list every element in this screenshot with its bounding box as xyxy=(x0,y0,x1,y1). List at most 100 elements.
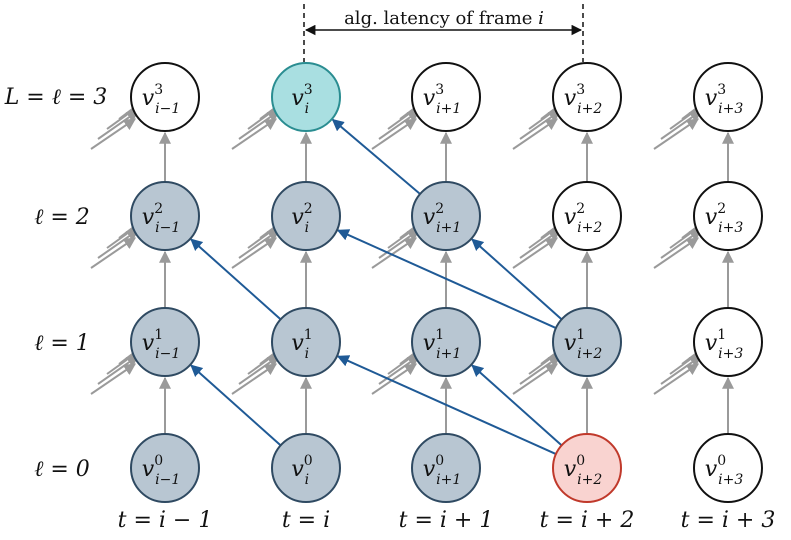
node-subscript: i−1 xyxy=(155,220,180,236)
fan-edge xyxy=(90,118,136,150)
time-label-3: t = i + 2 xyxy=(540,508,635,533)
node-circle xyxy=(271,62,341,132)
node-symbol: v xyxy=(291,457,304,482)
fan-edge xyxy=(371,363,417,395)
fan-edge xyxy=(231,118,277,150)
fan-edge xyxy=(97,110,139,140)
node-superscript: 2 xyxy=(576,201,585,217)
latency-label: alg. latency of frame i xyxy=(344,8,544,29)
gray-edges xyxy=(90,94,734,434)
time-label-0: t = i − 1 xyxy=(118,508,213,533)
node-circle xyxy=(552,433,622,503)
node-circle xyxy=(693,62,763,132)
node-superscript: 0 xyxy=(435,453,444,469)
layer-label-2: ℓ = 2 xyxy=(34,205,90,230)
node-superscript: 3 xyxy=(304,82,313,98)
node-subscript: i+2 xyxy=(577,346,602,362)
dependency-edge-2 xyxy=(336,355,557,456)
node-subscript: i+2 xyxy=(577,101,602,117)
layer-label-0: ℓ = 0 xyxy=(34,457,90,482)
node-circle xyxy=(411,433,481,503)
node-circle xyxy=(411,307,481,377)
node-symbol: v xyxy=(423,205,436,230)
node-superscript: 3 xyxy=(154,82,163,98)
node-subscript: i xyxy=(305,220,309,236)
fan-edge xyxy=(378,355,420,385)
time-labels: t = i − 1 t = i t = i + 1 t = i + 2 t = … xyxy=(118,508,776,533)
blue-edges xyxy=(190,118,563,456)
node-3-0: v0 i+2 xyxy=(552,433,622,503)
node-symbol: v xyxy=(564,205,577,230)
fan-edge xyxy=(512,363,558,395)
node-circle xyxy=(130,433,200,503)
node-circle xyxy=(411,62,481,132)
latency-label-var: i xyxy=(538,8,544,29)
latency-label-text: alg. latency of frame xyxy=(344,8,538,29)
fan-edge xyxy=(519,355,561,385)
node-superscript: 2 xyxy=(717,201,726,217)
node-subscript: i−1 xyxy=(155,346,180,362)
fan-edge xyxy=(660,110,702,140)
node-subscript: i+1 xyxy=(436,472,461,488)
node-subscript: i+3 xyxy=(718,472,743,488)
node-subscript: i+3 xyxy=(718,346,743,362)
node-symbol: v xyxy=(705,86,718,111)
fan-edge xyxy=(238,229,280,259)
fan-edge xyxy=(231,237,277,269)
dependency-edge-5 xyxy=(471,238,563,321)
node-symbol: v xyxy=(705,205,718,230)
node-subscript: i−1 xyxy=(155,101,180,117)
node-subscript: i xyxy=(305,101,309,117)
node-superscript: 1 xyxy=(304,327,313,343)
fan-edge xyxy=(378,229,420,259)
node-circle xyxy=(271,181,341,251)
node-circle xyxy=(552,307,622,377)
node-label: v0 i+2 xyxy=(564,453,603,488)
node-subscript: i+3 xyxy=(718,220,743,236)
node-superscript: 3 xyxy=(576,82,585,98)
fan-edge xyxy=(653,118,699,150)
layer-label-1: ℓ = 1 xyxy=(34,331,90,356)
fan-edge xyxy=(90,237,136,269)
node-superscript: 1 xyxy=(435,327,444,343)
fan-edge xyxy=(378,110,420,140)
node-superscript: 0 xyxy=(576,453,585,469)
node-subscript: i+2 xyxy=(577,220,602,236)
dependency-edge-1 xyxy=(190,238,282,321)
latency-annotation: alg. latency of frame i xyxy=(303,4,584,62)
fan-edge xyxy=(238,110,280,140)
node-label: v2 i+2 xyxy=(564,201,603,236)
node-symbol: v xyxy=(142,457,155,482)
node-superscript: 1 xyxy=(717,327,726,343)
node-subscript: i+1 xyxy=(436,101,461,117)
node-symbol: v xyxy=(564,457,577,482)
fan-edge xyxy=(371,237,417,269)
fan-edge xyxy=(238,355,280,385)
node-circle xyxy=(693,433,763,503)
node-superscript: 0 xyxy=(304,453,313,469)
node-circle xyxy=(130,181,200,251)
node-subscript: i+2 xyxy=(577,472,602,488)
node-superscript: 0 xyxy=(717,453,726,469)
